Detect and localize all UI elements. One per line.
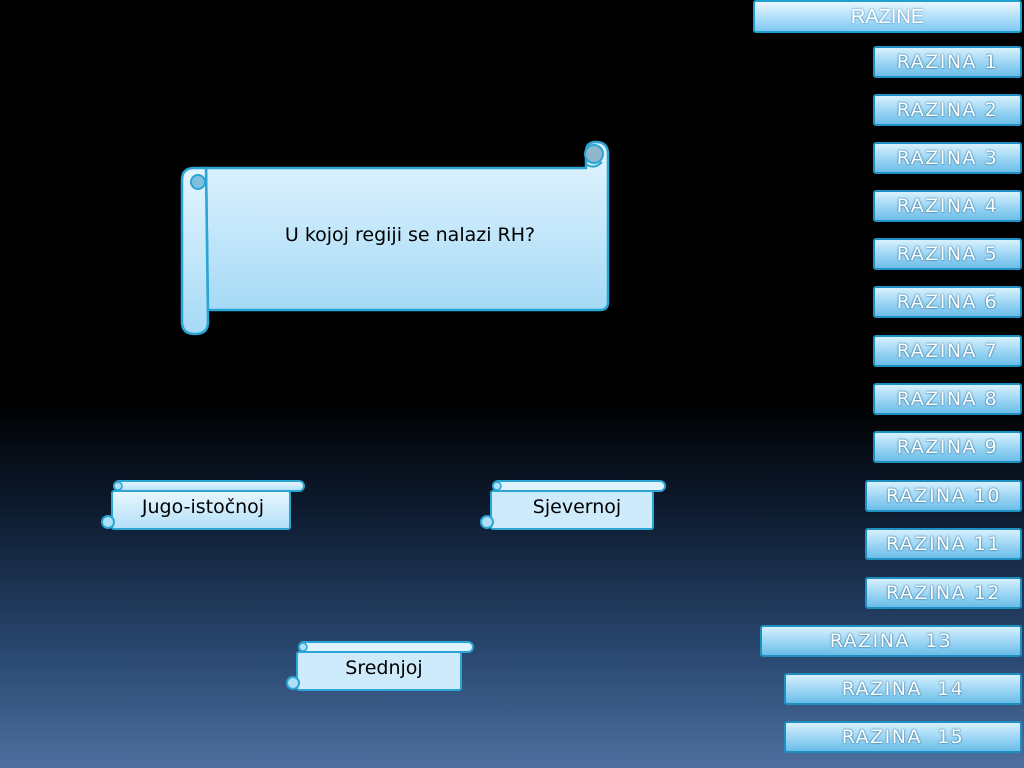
answer-scroll-shape <box>480 480 666 530</box>
answer-option-2[interactable]: Sjevernoj <box>479 480 667 532</box>
answer-scroll-shape <box>101 480 305 530</box>
scroll-shape <box>180 140 610 336</box>
answer-label: Jugo-istočnoj <box>141 496 265 518</box>
level-button-9[interactable]: RAZINA 9 <box>873 431 1022 463</box>
level-button-7[interactable]: RAZINA 7 <box>873 335 1022 367</box>
level-button-13[interactable]: RAZINA 13 <box>760 625 1022 657</box>
answer-scroll-shape <box>286 641 474 691</box>
razine-header-button[interactable]: RAZINE <box>753 0 1022 33</box>
level-button-8[interactable]: RAZINA 8 <box>873 383 1022 415</box>
answer-option-1[interactable]: Jugo-istočnoj <box>100 480 306 532</box>
question-text: U kojoj regiji se nalazi RH? <box>284 224 536 246</box>
level-button-15[interactable]: RAZINA 15 <box>784 721 1022 753</box>
answer-label: Sjevernoj <box>532 496 622 518</box>
level-button-4[interactable]: RAZINA 4 <box>873 190 1022 222</box>
level-button-3[interactable]: RAZINA 3 <box>873 142 1022 174</box>
level-button-5[interactable]: RAZINA 5 <box>873 238 1022 270</box>
level-button-12[interactable]: RAZINA 12 <box>865 577 1022 609</box>
answer-option-3[interactable]: Srednjoj <box>285 641 475 693</box>
level-button-10[interactable]: RAZINA 10 <box>865 480 1022 512</box>
level-button-1[interactable]: RAZINA 1 <box>873 46 1022 78</box>
question-scroll: U kojoj regiji se nalazi RH? <box>180 140 612 338</box>
level-button-14[interactable]: RAZINA 14 <box>784 673 1022 705</box>
level-button-2[interactable]: RAZINA 2 <box>873 94 1022 126</box>
answer-label: Srednjoj <box>345 657 423 679</box>
level-button-6[interactable]: RAZINA 6 <box>873 286 1022 318</box>
level-button-11[interactable]: RAZINA 11 <box>865 528 1022 560</box>
